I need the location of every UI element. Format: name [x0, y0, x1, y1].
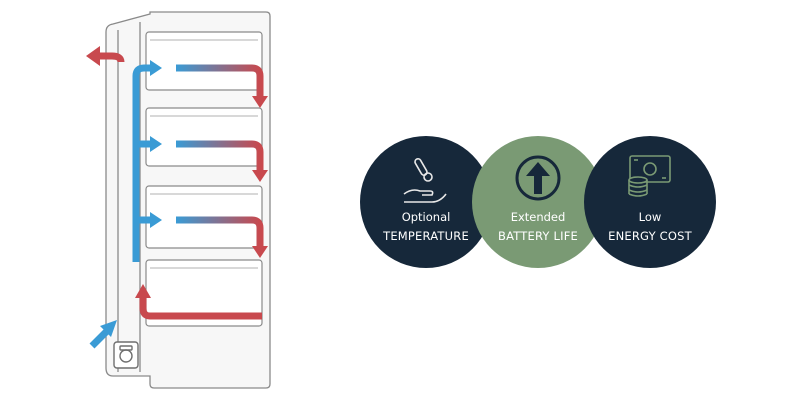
money-coins-icon — [628, 155, 671, 197]
warm-air-riser — [86, 46, 125, 312]
cabinet-connector-icon — [113, 341, 139, 369]
arrow-up-circle-icon — [515, 155, 561, 201]
benefit-low-energy-cost: Low ENERGY COST — [584, 136, 716, 268]
battery-cabinet-diagram — [86, 11, 271, 389]
benefit-line2: ENERGY COST — [608, 229, 692, 243]
shelf-airflow — [176, 64, 268, 258]
battery-shelf — [145, 107, 263, 167]
cool-air-intake-arrow — [89, 320, 117, 349]
benefit-optional-temperature: Optional TEMPERATURE — [360, 136, 492, 268]
warm-air-return-arrow — [135, 284, 262, 320]
shelf-ridge — [150, 39, 258, 269]
benefit-extended-battery-life: Extended BATTERY LIFE — [472, 136, 604, 268]
benefit-line2: TEMPERATURE — [383, 229, 469, 243]
benefit-line1: Optional — [401, 210, 451, 224]
benefit-line1: Low — [638, 210, 662, 224]
thermometer-hand-icon — [403, 158, 447, 203]
cool-air-riser — [132, 60, 162, 262]
benefit-line1: Extended — [510, 210, 566, 224]
benefit-line2: BATTERY LIFE — [498, 229, 578, 243]
battery-shelf — [145, 31, 263, 91]
